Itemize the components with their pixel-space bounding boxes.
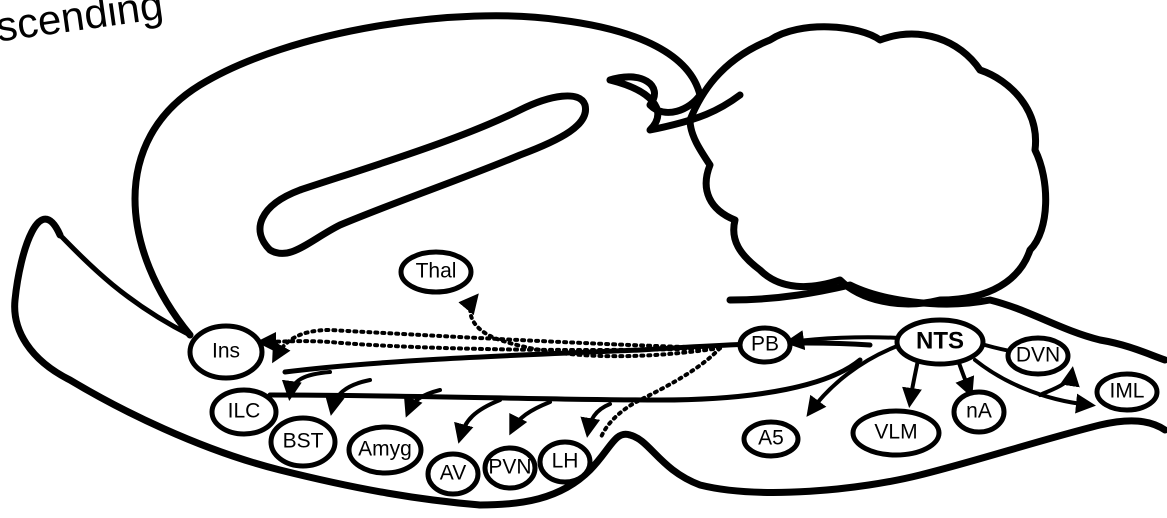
pb-to-lh-dotted <box>600 348 720 440</box>
node-dvn: DVN <box>1008 338 1068 374</box>
node-lh-label: LH <box>552 450 579 473</box>
node-na-label: nA <box>966 400 992 423</box>
node-ins: Ins <box>190 326 262 378</box>
node-pvn: PVN <box>485 448 535 488</box>
nts-to-na-arrow <box>958 360 970 392</box>
node-pb-label: PB <box>751 333 779 356</box>
figure-title: scending <box>0 0 166 51</box>
node-a5-label: A5 <box>758 427 784 450</box>
node-pvn-label: PVN <box>488 456 531 479</box>
nts-to-vlm-arrow <box>910 360 918 402</box>
tract-to-pvn-arrow <box>512 402 550 430</box>
node-na: nA <box>954 392 1004 432</box>
tract-to-ilc-arrow <box>290 372 330 395</box>
node-ilc-label: ILC <box>228 400 261 423</box>
node-thal-label: Thal <box>416 260 457 283</box>
ventricle-outline <box>260 96 586 254</box>
node-amyg-label: Amyg <box>358 438 412 461</box>
cerebellum-outline <box>690 27 1046 304</box>
node-pb: PB <box>740 328 790 362</box>
node-nts: NTS <box>897 320 983 364</box>
node-vlm: VLM <box>853 411 939 455</box>
node-ins-label: Ins <box>212 340 240 363</box>
node-bst-label: BST <box>283 430 324 453</box>
node-iml: IML <box>1097 374 1157 410</box>
node-vlm-label: VLM <box>874 421 917 444</box>
node-ilc: ILC <box>212 390 276 434</box>
node-thal: Thal <box>401 252 471 292</box>
node-iml-label: IML <box>1109 380 1144 403</box>
node-av: AV <box>428 454 478 494</box>
node-nts-label: NTS <box>916 328 964 355</box>
node-av-label: AV <box>440 462 466 485</box>
tract-to-av-arrow <box>460 400 500 438</box>
tract-to-amyg-arrow <box>408 390 440 412</box>
node-lh: LH <box>540 442 590 482</box>
forebrain-base-outline <box>60 235 190 335</box>
node-bst: BST <box>271 418 335 466</box>
node-amyg: Amyg <box>349 427 421 473</box>
node-dvn-label: DVN <box>1016 344 1060 367</box>
node-a5: A5 <box>744 422 798 456</box>
